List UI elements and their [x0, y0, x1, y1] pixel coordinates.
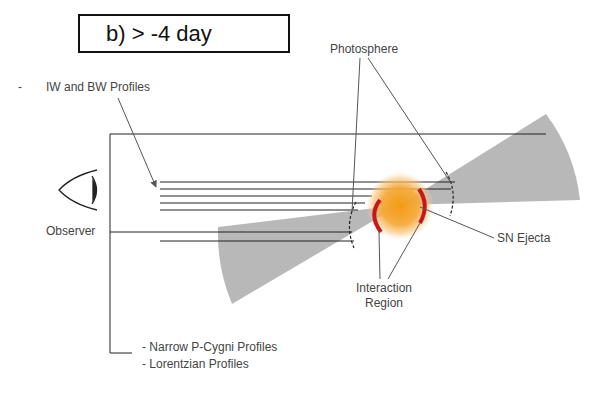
annotation-label: SN Ejecta — [497, 231, 550, 246]
title-box: b) > -4 day — [78, 14, 290, 53]
annotation-label: - Narrow P-Cygni Profiles — [142, 340, 277, 355]
title-text: b) > -4 day — [106, 21, 212, 47]
interaction-arcs — [374, 189, 425, 232]
annotation-label: - Lorentzian Profiles — [142, 357, 249, 372]
annotation-label: - — [18, 80, 22, 95]
annotation-label: IW and BW Profiles — [46, 80, 150, 95]
annotation-label: Interaction Region — [346, 281, 422, 311]
annotation-label: Photosphere — [330, 42, 398, 57]
photosphere-arcs — [349, 172, 453, 248]
eye-symbol — [59, 170, 97, 210]
annotation-label: Observer — [46, 224, 95, 239]
sn-ejecta — [366, 172, 434, 240]
leader-lines — [118, 58, 494, 279]
sight-lines — [110, 134, 546, 353]
